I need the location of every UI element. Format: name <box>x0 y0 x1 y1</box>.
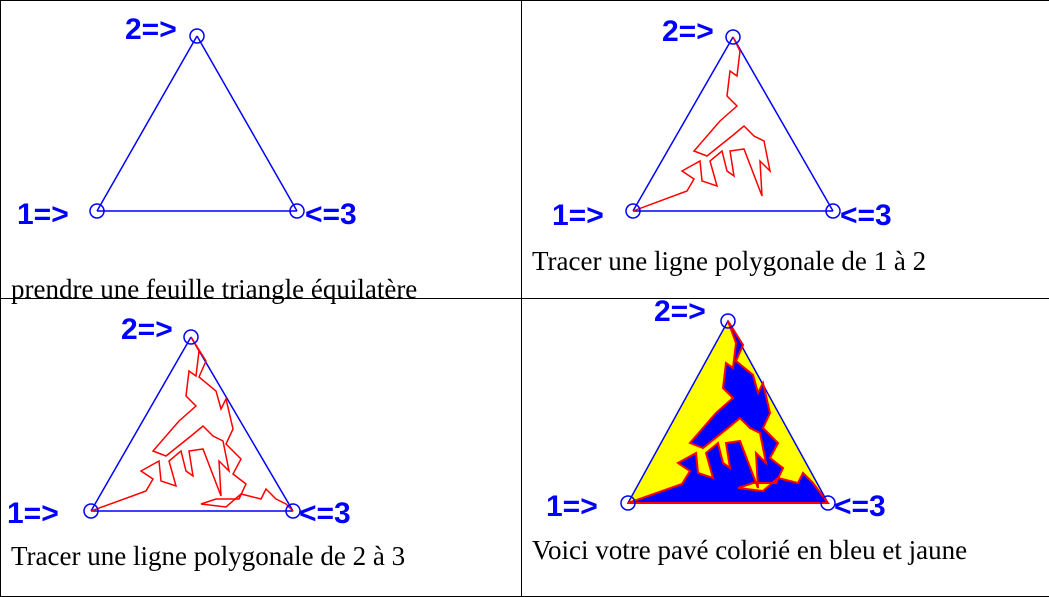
vertex-2-label: 2=> <box>121 313 173 346</box>
vertex-3-label: <=3 <box>834 490 886 523</box>
panel-4: 1=> 2=> <=3 Voici votre pavé colorié en … <box>522 299 1049 597</box>
polyline-1-to-2 <box>633 37 770 211</box>
vertex-3-label: <=3 <box>305 198 357 231</box>
panel-1: 1=> 2=> <=3 prendre une feuille triangle… <box>1 1 522 299</box>
vertex-1-label: 1=> <box>17 198 69 231</box>
panel-2-caption: Tracer une ligne polygonale de 1 à 2 <box>532 246 926 276</box>
vertex-2-label: 2=> <box>654 299 706 328</box>
vertex-3-label: <=3 <box>299 497 351 530</box>
triangle-edge-2-3 <box>197 36 297 211</box>
vertex-1-label: 1=> <box>552 199 604 232</box>
vertex-1-label: 1=> <box>546 490 598 523</box>
vertex-1-label: 1=> <box>7 497 59 530</box>
panel-4-caption: Voici votre pavé colorié en bleu et jaun… <box>532 535 992 565</box>
panel-3: 1=> 2=> <=3 Tracer une ligne polygonale … <box>1 299 522 597</box>
vertex-3-label: <=3 <box>840 199 892 232</box>
vertex-2-label: 2=> <box>125 13 177 46</box>
polyline-1-to-2 <box>91 337 229 511</box>
panel-1-diagram: 1=> 2=> <=3 <box>1 1 522 299</box>
panel-2: 1=> 2=> <=3 Tracer une ligne polygonale … <box>522 1 1049 299</box>
vertex-2-label: 2=> <box>662 15 714 48</box>
triangle-edge-1-2 <box>97 36 197 211</box>
panel-3-caption: Tracer une ligne polygonale de 2 à 3 <box>11 541 405 571</box>
